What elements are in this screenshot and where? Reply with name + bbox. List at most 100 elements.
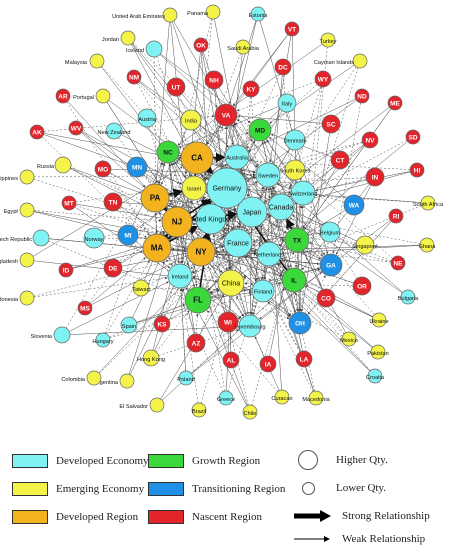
node-circle xyxy=(145,40,163,58)
node-circle xyxy=(314,70,332,88)
node-japan: Japan xyxy=(236,196,268,228)
relationship-edge xyxy=(43,133,256,174)
node-argentina: Argentina xyxy=(94,373,135,389)
node-label: ND xyxy=(357,94,367,101)
relationship-edge xyxy=(74,206,241,320)
node-circle xyxy=(255,162,281,188)
node-label: IL xyxy=(291,278,297,285)
node-label: Philippines xyxy=(0,176,18,182)
node-el-salvador: El Salvador xyxy=(119,397,165,413)
node-hong-kong: Hong Kong xyxy=(137,349,165,367)
node-colombia: Colombia xyxy=(61,370,102,386)
node-label: Ghana xyxy=(419,244,437,250)
relationship-edge xyxy=(223,228,285,274)
node-id: ID xyxy=(58,262,74,278)
node-united-kingdom: United Kingdom xyxy=(186,203,236,235)
node-nj: NJ xyxy=(161,206,193,238)
relationship-edge xyxy=(230,207,236,229)
relationship-edge xyxy=(292,214,403,294)
node-label: Spain xyxy=(122,324,136,330)
legend: Developed Economy Emerging Economy Devel… xyxy=(0,425,458,550)
node-circle xyxy=(89,53,105,69)
node-label: India xyxy=(185,119,198,125)
node-iceland: Iceland xyxy=(126,40,163,58)
node-circle xyxy=(214,103,238,127)
legend-transitioning-region: Transitioning Region xyxy=(148,481,285,497)
node-circle xyxy=(420,195,436,211)
node-circle xyxy=(29,124,45,140)
node-circle xyxy=(367,368,383,384)
node-circle xyxy=(153,315,171,333)
node-circle xyxy=(58,262,74,278)
node-nh: NH xyxy=(204,70,224,90)
relationship-edge xyxy=(300,46,328,312)
relationship-edge xyxy=(307,221,392,315)
relationship-edge xyxy=(268,137,347,199)
relationship-edge xyxy=(203,164,214,175)
nodes: EstoniaGreeceHungaryPolandBulgariaCroati… xyxy=(0,4,444,420)
relationship-edge xyxy=(202,51,225,168)
node-label: Taiwan xyxy=(132,287,149,293)
node-label: KY xyxy=(246,87,256,94)
node-indonesia: Indonesia xyxy=(0,290,35,306)
node-circle xyxy=(195,203,227,235)
legend-developed-region: Developed Region xyxy=(12,509,138,525)
node-label: MI xyxy=(124,233,131,240)
relationship-edge xyxy=(91,213,269,306)
node-brazil: Brazil xyxy=(191,402,207,418)
node-austria: Austria xyxy=(137,108,157,128)
node-circle xyxy=(388,208,404,224)
relationship-edge xyxy=(203,108,281,180)
node-circle xyxy=(354,88,370,104)
node-circle xyxy=(355,235,375,255)
large-circle-icon xyxy=(298,450,318,470)
node-label: Canada xyxy=(269,205,294,212)
node-label: Denmark xyxy=(284,139,307,145)
node-circle xyxy=(217,269,245,297)
relationship-edge xyxy=(248,98,356,152)
node-label: Norway xyxy=(85,237,104,243)
relationship-edge xyxy=(159,54,218,108)
node-label: WV xyxy=(71,126,82,133)
node-circle xyxy=(77,300,93,316)
node-luxembourg: Luxembourg xyxy=(234,314,266,338)
node-label: AL xyxy=(227,358,236,365)
node-label: China xyxy=(222,281,240,288)
node-circle xyxy=(284,159,306,181)
legend-developed-economy: Developed Economy xyxy=(12,453,149,469)
relationship-edge xyxy=(43,134,183,185)
node-label: Hong Kong xyxy=(137,357,165,363)
node-israel: Israel xyxy=(181,175,207,201)
node-canada: Canada xyxy=(267,193,295,221)
node-label: Italy xyxy=(282,102,292,108)
legend-label: Higher Qty. xyxy=(336,454,388,466)
relationship-edge xyxy=(202,196,345,335)
thick-arrow-icon xyxy=(294,510,331,522)
node-circle xyxy=(180,109,202,131)
relationship-edge xyxy=(269,64,355,124)
developed-economy-swatch xyxy=(12,454,48,468)
node-circle xyxy=(223,228,253,258)
node-circle xyxy=(267,193,295,221)
node-circle xyxy=(19,290,35,306)
relationship-edge xyxy=(191,280,290,320)
node-circle xyxy=(162,7,178,23)
relationship-edge xyxy=(292,140,407,201)
node-south-korea: South Korea xyxy=(279,159,311,181)
node-circle xyxy=(83,227,105,249)
node-ms: MS xyxy=(77,300,93,316)
node-label: NJ xyxy=(172,218,182,227)
relationship-edge xyxy=(252,86,321,315)
edges xyxy=(32,18,422,406)
node-circle xyxy=(167,263,193,289)
node-circle xyxy=(250,6,266,22)
node-label: LA xyxy=(300,357,309,364)
node-label: Cayman Islands xyxy=(314,60,354,66)
node-circle xyxy=(181,175,207,201)
relationship-edge xyxy=(33,246,224,297)
node-nd: ND xyxy=(354,88,370,104)
node-norway: Norway xyxy=(83,227,105,249)
node-slovenia: Slovenia xyxy=(31,326,71,344)
node-label: FL xyxy=(193,296,203,305)
node-label: Netherlands xyxy=(254,253,284,259)
